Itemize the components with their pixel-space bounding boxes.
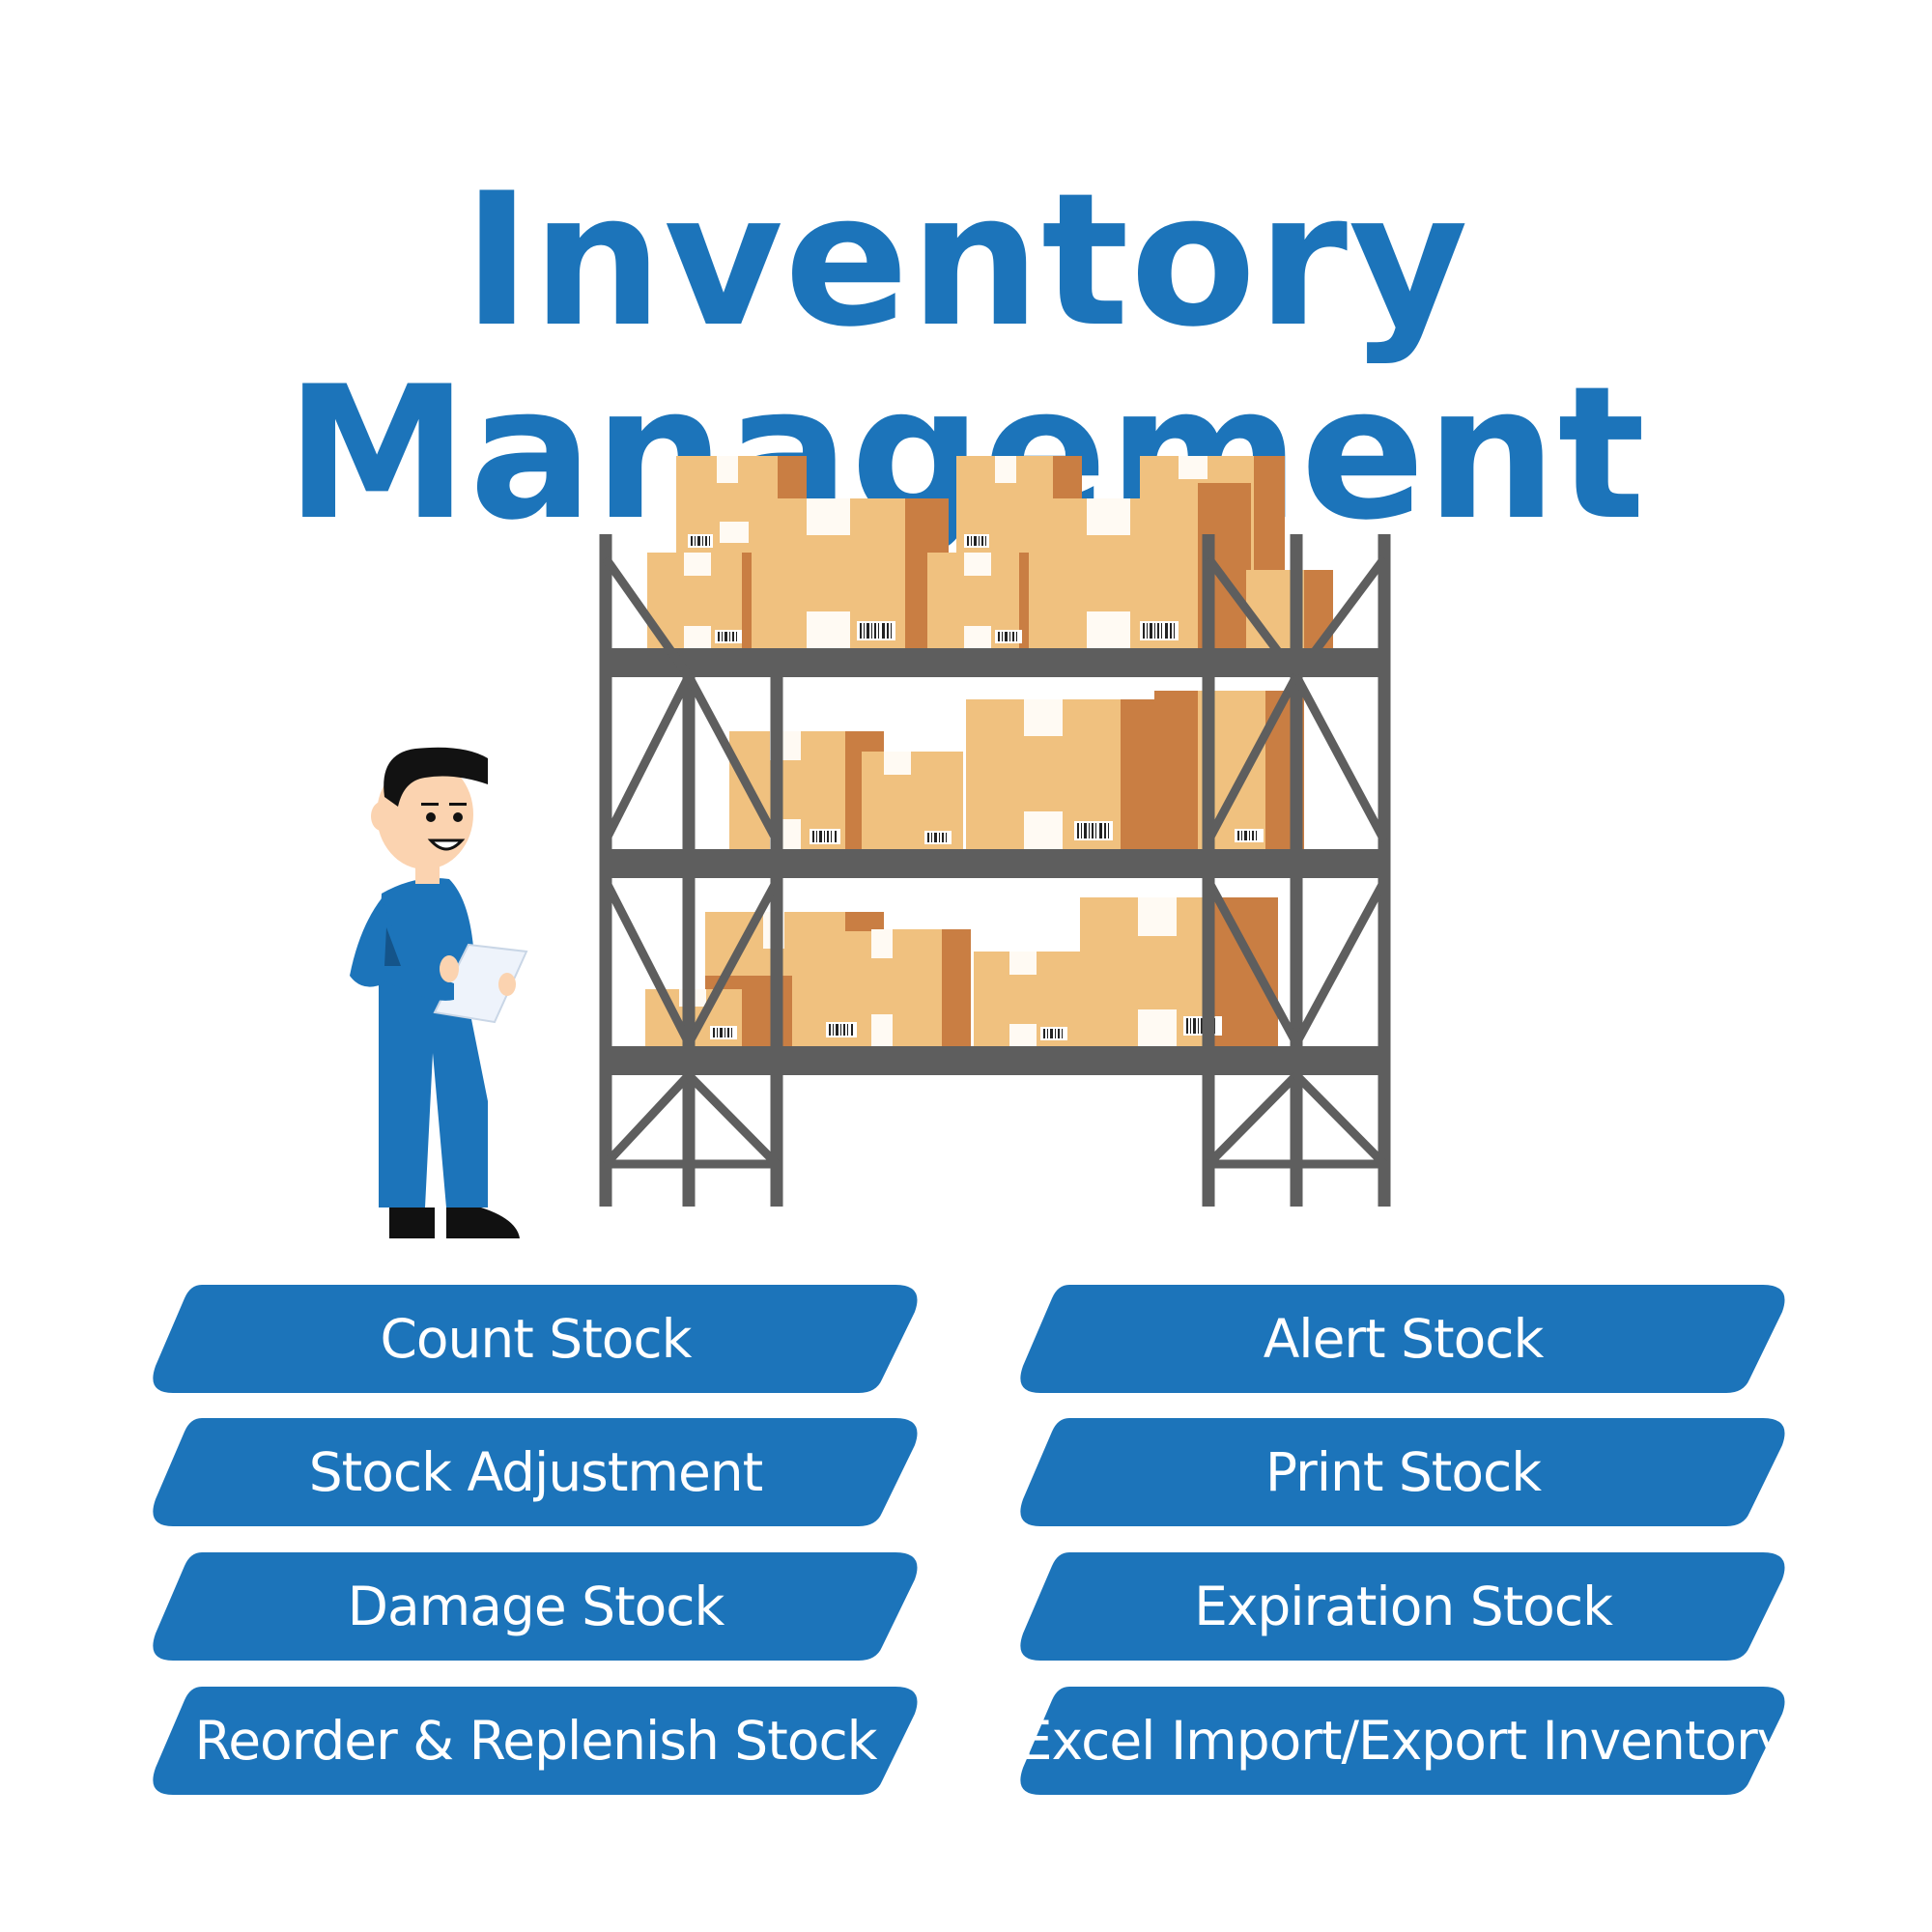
feature-pill-excel-import-export-inventory: Excel Import/Export Inventory xyxy=(1018,1687,1788,1795)
feature-pill-shape xyxy=(153,1418,918,1526)
feature-label: Excel Import/Export Inventory xyxy=(1018,1710,1788,1772)
feature-pill-shape xyxy=(1020,1552,1785,1661)
warehouse-worker xyxy=(350,747,528,1238)
feature-pill-shape xyxy=(1020,1285,1785,1393)
box-stack-bottom-shelf xyxy=(645,897,1278,1047)
feature-pill-shape xyxy=(153,1285,918,1393)
feature-pill-alert-stock: Alert Stock xyxy=(1019,1285,1787,1393)
feature-pill-print-stock: Print Stock xyxy=(1019,1418,1787,1526)
feature-pill-shape xyxy=(153,1552,918,1661)
feature-pill-shape xyxy=(1020,1687,1785,1795)
feature-pill-stock-adjustment: Stock Adjustment xyxy=(152,1418,920,1526)
feature-pill-damage-stock: Damage Stock xyxy=(152,1552,920,1661)
box-stack-top-shelf xyxy=(647,456,1333,648)
feature-pill-expiration-stock: Expiration Stock xyxy=(1019,1552,1787,1661)
feature-pill-reorder-replenish-stock: Reorder & Replenish Stock xyxy=(152,1687,920,1795)
feature-label: Print Stock xyxy=(1264,1441,1542,1503)
feature-pill-shape xyxy=(153,1687,918,1795)
barcode-labels xyxy=(688,534,1264,1040)
feature-label: Stock Adjustment xyxy=(308,1441,763,1503)
feature-label: Expiration Stock xyxy=(1194,1576,1613,1637)
feature-pill-shape xyxy=(1020,1418,1785,1526)
feature-label: Count Stock xyxy=(380,1308,692,1370)
shelving-rack xyxy=(599,534,1391,1207)
feature-label: Reorder & Replenish Stock xyxy=(194,1710,877,1772)
feature-label: Damage Stock xyxy=(347,1576,725,1637)
warehouse-illustration xyxy=(350,456,1391,1238)
feature-pill-count-stock: Count Stock xyxy=(152,1285,920,1393)
page-title: Inventory Management xyxy=(285,154,1647,560)
feature-label: Alert Stock xyxy=(1263,1308,1545,1370)
